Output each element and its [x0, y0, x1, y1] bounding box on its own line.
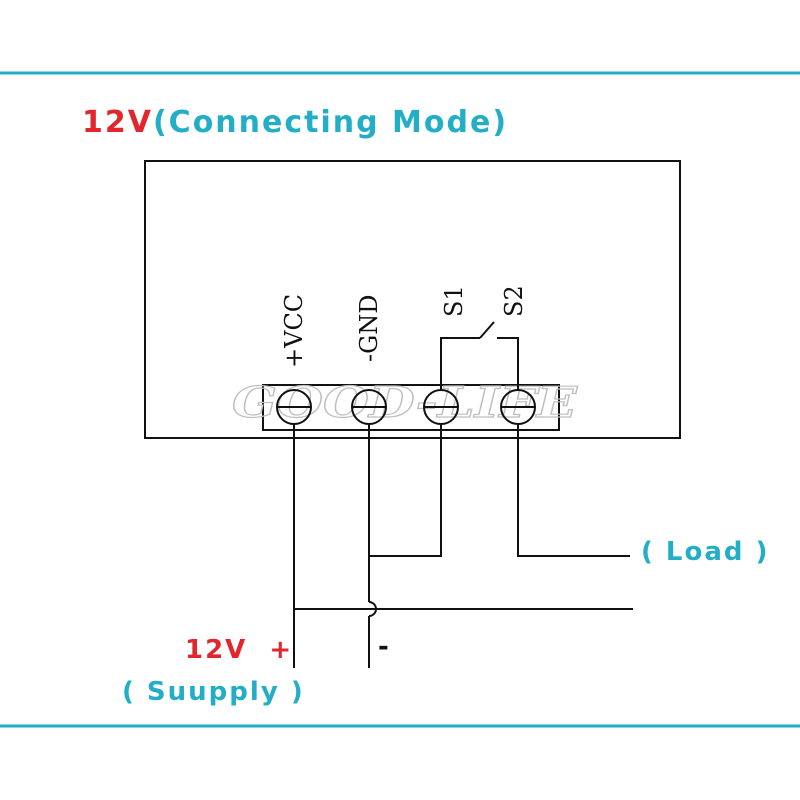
- supply-voltage-value: 12V: [185, 635, 247, 665]
- wiring: [293, 424, 633, 668]
- terminal-label-s1: S1: [440, 285, 468, 317]
- terminal-label-s2: S2: [500, 285, 528, 317]
- switch-symbol: [440, 321, 519, 390]
- title-mode: (Connecting Mode): [153, 105, 508, 140]
- title-voltage: 12V: [82, 105, 153, 140]
- supply-label: ( Suupply ): [122, 677, 305, 707]
- supply-minus: -: [378, 632, 389, 662]
- wire-s2-load: [517, 424, 630, 557]
- diagram-title: 12V(Connecting Mode): [82, 105, 508, 140]
- load-label: ( Load ): [641, 537, 769, 567]
- module-box: [144, 160, 681, 439]
- terminal-label-vcc: +VCC: [280, 294, 308, 368]
- supply-voltage: 12V +: [185, 635, 293, 665]
- supply-plus: +: [269, 635, 293, 665]
- wire-s1: [369, 424, 442, 557]
- watermark-text: GOOD-LIFE: [232, 378, 578, 427]
- terminal-label-gnd: -GND: [355, 294, 383, 362]
